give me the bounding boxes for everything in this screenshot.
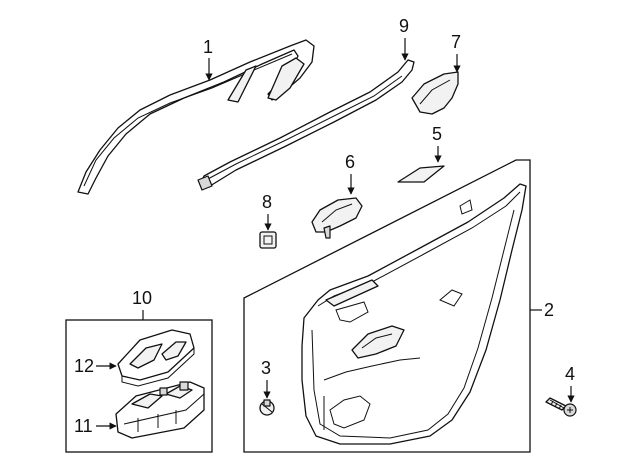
callout-3: 3 [261,358,271,378]
trim-panel-group-box [243,159,531,453]
part-7-corner-garnish [411,71,459,115]
part-3-push-clip [259,399,275,416]
callout-8: 8 [262,192,272,212]
part-2-door-trim-panel [301,183,527,445]
part-9-belt-weatherstrip [197,59,415,191]
callout-11: 11 [74,416,93,436]
callout-6: 6 [345,152,355,172]
callout-1: 1 [203,37,213,57]
part-6-inside-handle [311,197,363,239]
callout-2: 2 [544,300,554,320]
part-4-screw [545,397,577,417]
callout-12: 12 [74,356,94,376]
callout-9: 9 [399,16,409,36]
switch-group-box [65,319,213,453]
callout-4: 4 [565,364,575,384]
callout-5: 5 [432,124,442,144]
part-11-window-switch [115,381,205,439]
part-1-window-frame-molding [77,39,315,195]
callout-10: 10 [132,288,152,308]
part-12-switch-bezel [117,329,195,387]
callout-7: 7 [451,32,461,52]
part-5-insulator-pad [397,165,445,183]
part-8-clip-nut [259,231,277,249]
